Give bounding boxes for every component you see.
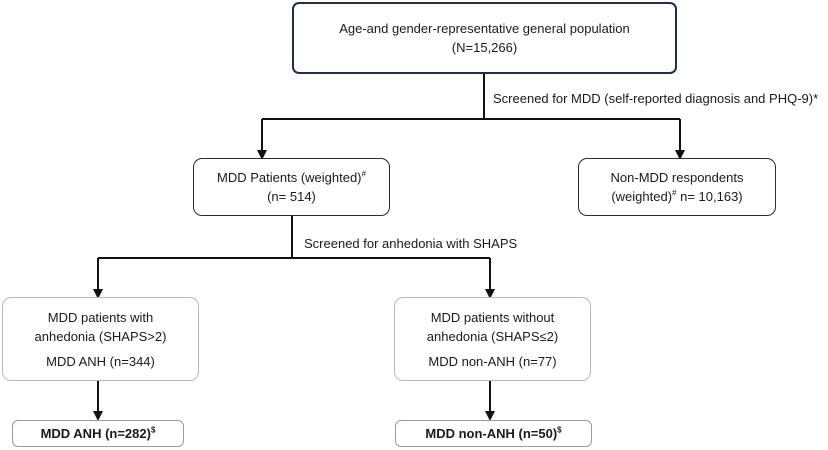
population-title: Age-and gender-representative general po… [339, 21, 630, 36]
population-count: (N=15,266) [451, 40, 518, 55]
non-anhedonia-final-box: MDD non-ANH (n=50)$ [395, 420, 592, 447]
non-anhedonia-box: MDD patients without anhedonia (SHAPS≤2)… [394, 297, 591, 381]
mdd-patients-box: MDD Patients (weighted)# (n= 514) [193, 158, 390, 216]
anhedonia-final-box: MDD ANH (n=282)$ [12, 420, 184, 447]
non-mdd-box: Non-MDD respondents (weighted)# n= 10,16… [578, 158, 776, 216]
population-box: Age-and gender-representative general po… [292, 2, 677, 74]
screen-mdd-label: Screened for MDD (self-reported diagnosi… [493, 91, 819, 106]
mdd-patients-footnote: # [361, 169, 366, 179]
non-anhedonia-line1: MDD patients without [430, 309, 555, 325]
anhedonia-count: MDD ANH (n=344) [46, 353, 155, 369]
non-mdd-weighted: (weighted) [611, 189, 673, 204]
anhedonia-box: MDD patients with anhedonia (SHAPS>2) MD… [2, 297, 199, 381]
non-mdd-title: Non-MDD respondents [610, 170, 744, 185]
anhedonia-final-footnote: $ [150, 425, 156, 435]
non-anhedonia-count: MDD non-ANH (n=77) [428, 353, 557, 369]
mdd-patients-title: MDD Patients (weighted) [217, 170, 362, 185]
non-anhedonia-line2: anhedonia (SHAPS≤2) [426, 328, 559, 344]
anhedonia-final-count: MDD ANH (n=282) [40, 426, 151, 441]
non-mdd-footnote: # [672, 188, 677, 198]
screen-anhedonia-label: Screened for anhedonia with SHAPS [304, 236, 518, 251]
non-anhedonia-final-footnote: $ [557, 425, 562, 435]
mdd-patients-count: (n= 514) [267, 189, 316, 204]
anhedonia-line2: anhedonia (SHAPS>2) [34, 328, 167, 344]
non-anhedonia-final-count: MDD non-ANH (n=50) [425, 426, 558, 441]
anhedonia-line1: MDD patients with [47, 309, 154, 325]
non-mdd-count: n= 10,163) [676, 189, 743, 204]
